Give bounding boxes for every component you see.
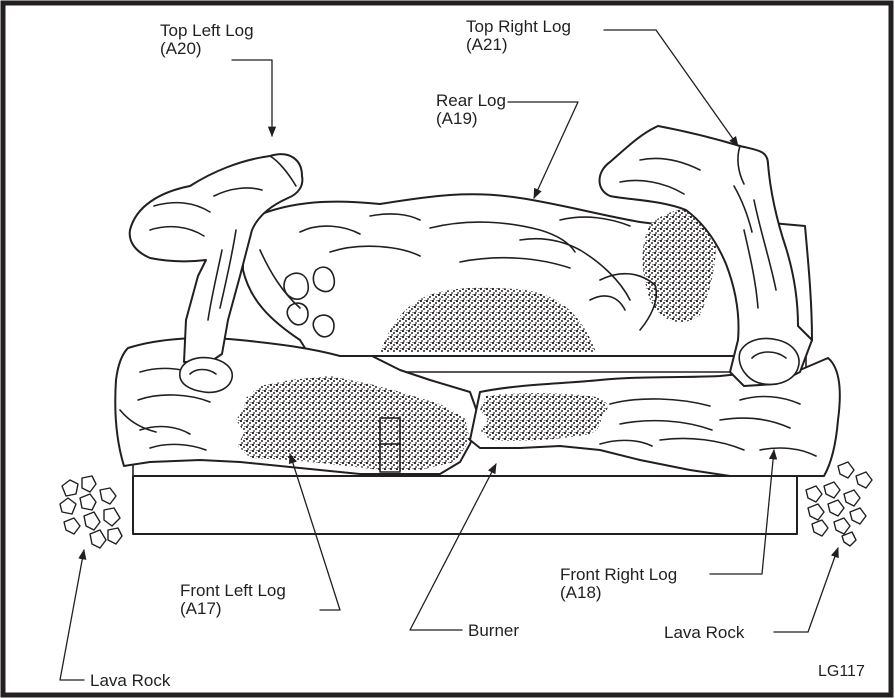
leader-lava-rock-left — [60, 550, 84, 680]
top-right-log-name: Top Right Log — [466, 17, 571, 36]
label-top-left-log: Top Left Log(A20) — [160, 22, 254, 58]
front-left-log-name: Front Left Log — [180, 581, 286, 600]
label-burner: Burner — [468, 622, 519, 640]
label-front-right-log: Front Right Log(A18) — [560, 566, 677, 602]
drawing-code: LG117 — [818, 664, 865, 680]
label-lava-rock-right: Lava Rock — [664, 624, 744, 642]
label-lava-rock-left: Lava Rock — [90, 672, 170, 690]
front-right-log-code: (A18) — [560, 583, 602, 602]
front-left-log — [115, 338, 480, 474]
label-top-right-log: Top Right Log(A21) — [466, 18, 571, 54]
label-front-left-log: Front Left Log(A17) — [180, 582, 286, 618]
lava-rock-pile-left — [60, 476, 122, 548]
rear-log-code: (A19) — [436, 109, 478, 128]
top-left-log-code: (A20) — [160, 39, 202, 58]
leader-lava-rock-right — [774, 548, 838, 632]
label-rear-log: Rear Log(A19) — [436, 92, 506, 128]
rear-log-name: Rear Log — [436, 91, 506, 110]
top-left-log-name: Top Left Log — [160, 21, 254, 40]
leader-rear-log — [508, 102, 578, 198]
leader-top-left-log — [232, 60, 272, 136]
burner-base — [133, 476, 797, 534]
front-left-log-code: (A17) — [180, 599, 222, 618]
top-right-log-code: (A21) — [466, 35, 508, 54]
front-right-log-name: Front Right Log — [560, 565, 677, 584]
